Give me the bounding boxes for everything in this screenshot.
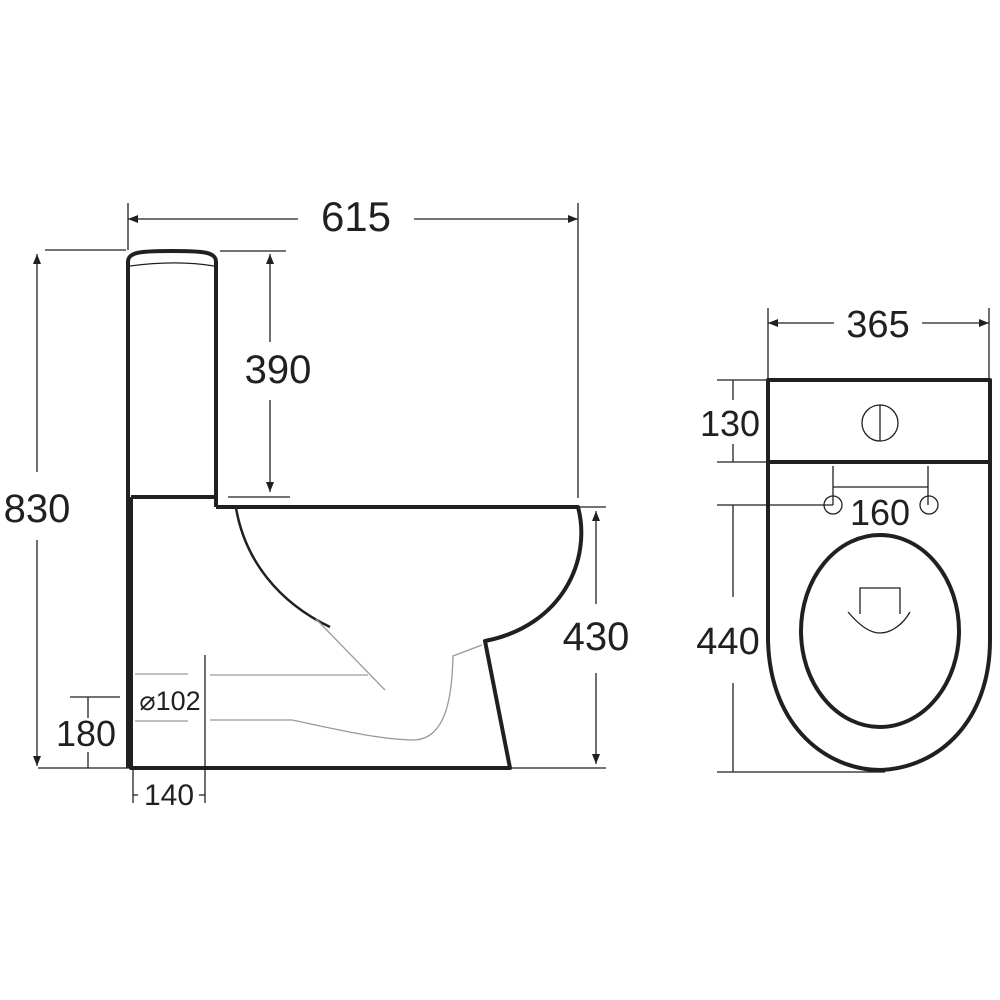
- flush-button-icon: [861, 404, 899, 442]
- width-label: 615: [321, 193, 391, 240]
- dimension-160: 160: [823, 466, 939, 533]
- tank-depth-label: 130: [700, 403, 760, 444]
- dimension-830: 830: [4, 249, 126, 766]
- top-width-label: 365: [846, 304, 909, 346]
- top-view: 365 130 160 440: [696, 304, 992, 773]
- dimension-440: 440: [696, 504, 885, 773]
- dimension-430: 430: [563, 506, 630, 764]
- dimension-365: 365: [767, 304, 990, 378]
- total-height-label: 830: [4, 487, 71, 531]
- trapway-hidden-lines: [135, 618, 483, 741]
- seat-outline: [799, 533, 961, 729]
- bowl-length-label: 440: [696, 621, 759, 663]
- tank-outline: [126, 249, 218, 768]
- outlet-height-label: 180: [56, 713, 116, 754]
- dimension-140: 140: [132, 655, 206, 812]
- outlet-diameter-label: ⌀102: [139, 686, 200, 716]
- outlet-offset-label: 140: [144, 779, 194, 812]
- outlet-symbol-icon: [847, 587, 911, 634]
- bolt-spacing-label: 160: [850, 492, 910, 533]
- tank-height-label: 390: [245, 348, 312, 392]
- dimension-130: 130: [700, 379, 766, 463]
- dimension-180: 180: [56, 696, 120, 768]
- bowl-outline: [129, 497, 584, 770]
- seat-height-label: 430: [563, 615, 630, 659]
- tank-top: [766, 378, 992, 464]
- dimension-615: 615: [127, 193, 579, 498]
- bowl-top-outline: [766, 462, 992, 772]
- side-view: 615 390 830 430 180: [4, 193, 630, 812]
- seat-bolt-hole-right: [919, 495, 939, 515]
- dimension-390: 390: [220, 250, 312, 498]
